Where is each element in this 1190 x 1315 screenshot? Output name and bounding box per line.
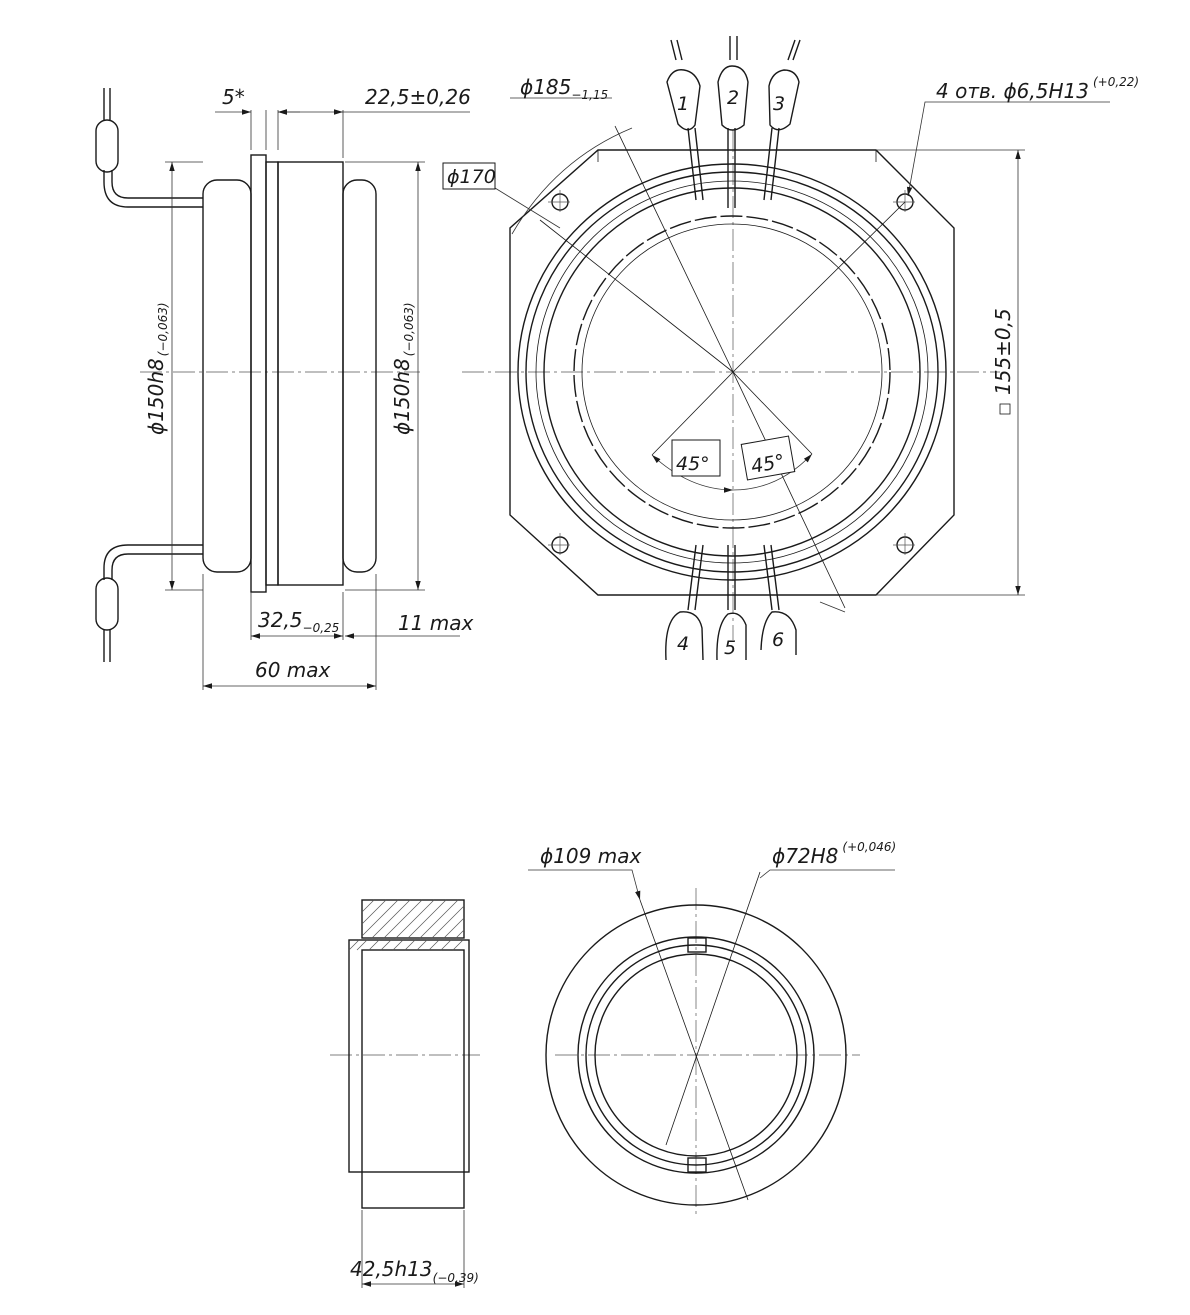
dim-angle-left: 45° [676, 453, 710, 475]
terminal-label: 1 [677, 93, 689, 115]
front-view: 45° 45° ϕ185−1,15 ϕ170 4 отв. ϕ6,5H13(+0… [442, 36, 1139, 661]
front-outer-ring [517, 163, 947, 581]
dim-ring-dia: ϕ170 [447, 166, 496, 188]
dim-body-len: 32,5−0,25 [258, 608, 339, 635]
ring-side-view: 42,5h13(−0,39) [330, 899, 480, 1288]
side-cap [342, 179, 377, 573]
dim-body-dia-right: ϕ150h8(−0,063) [390, 302, 416, 435]
dim-gap: 5* [222, 85, 245, 109]
dim-overhang: 11 max [398, 611, 474, 635]
ring-bore [594, 953, 798, 1157]
side-body-right [277, 161, 344, 586]
side-lead-lower [95, 544, 203, 662]
terminal-label: 4 [677, 633, 689, 655]
side-body-left [202, 179, 252, 573]
terminals-top: 1 2 3 [666, 36, 801, 208]
side-flange [250, 154, 267, 593]
dim-flange-width: 22,5±0,26 [365, 85, 471, 109]
ring-front-view: ϕ109 max ϕ72H8(+0,046) [528, 840, 896, 1215]
side-lead-upper [95, 88, 203, 208]
side-flange-inner [265, 161, 279, 586]
terminal-label: 6 [772, 629, 784, 651]
dim-ring-outer: ϕ109 max [540, 844, 641, 868]
dim-holes: 4 отв. ϕ6,5H13(+0,22) [936, 75, 1139, 103]
ring-hatched-top [361, 899, 465, 939]
terminal-label: 5 [724, 637, 736, 659]
terminal-label: 3 [773, 93, 785, 115]
terminals-bottom: 4 5 6 [665, 544, 797, 661]
front-inner-ring [573, 215, 891, 529]
dim-body-dia-left: ϕ150h8(−0,063) [144, 302, 170, 435]
dim-ring-inner: ϕ72H8(+0,046) [772, 840, 896, 868]
side-view: 5* 22,5±0,26 ϕ150h8(−0,063) ϕ150h8(−0,06… [95, 85, 474, 690]
dim-ring-width: 42,5h13(−0,39) [350, 1257, 479, 1285]
ring-outer-circle [545, 904, 847, 1206]
dim-total-len: 60 max [255, 658, 331, 682]
terminal-label: 2 [727, 87, 739, 109]
dim-square: 155±0,5 [991, 308, 1015, 395]
ring-side-body [348, 939, 470, 1173]
dim-outer-dia: ϕ185−1,15 [520, 75, 608, 102]
